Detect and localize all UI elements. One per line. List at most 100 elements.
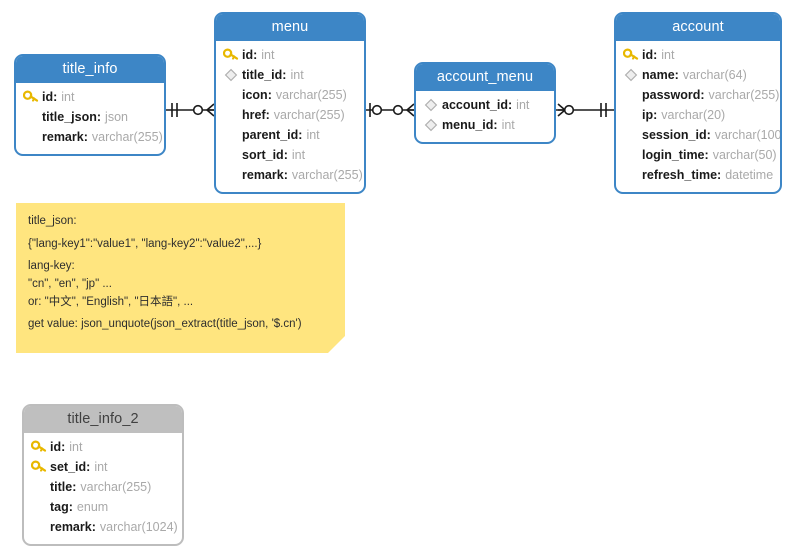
primary-key-icon xyxy=(30,438,48,456)
entity-menu-title: menu xyxy=(216,14,364,41)
field-name: login_time xyxy=(642,148,705,162)
field-type: int xyxy=(61,90,75,104)
foreign-key-icon xyxy=(422,116,440,134)
field-type: varchar(255) xyxy=(273,108,345,122)
field-name: refresh_time xyxy=(642,168,718,182)
field-colon: : xyxy=(265,108,270,122)
field-account-id[interactable]: id: int xyxy=(622,45,774,65)
field-menu-href[interactable]: href: varchar(255) xyxy=(222,105,358,125)
field-type: int xyxy=(516,98,530,112)
field-colon: : xyxy=(653,48,658,62)
field-colon: : xyxy=(96,110,102,124)
field-account_menu-menu_id[interactable]: menu_id: int xyxy=(422,115,548,135)
field-name: menu_id xyxy=(442,118,494,132)
note-line: or: "中文", "English", "日本語", ... xyxy=(28,295,194,308)
field-type: json xyxy=(105,110,128,124)
note-line: lang-key: xyxy=(28,260,75,273)
blank-icon xyxy=(222,146,240,164)
field-title_info-remark[interactable]: remark: varchar(255) xyxy=(22,127,163,147)
entity-title_info-title: title_info xyxy=(16,56,164,83)
field-title_info_2-id[interactable]: id: int xyxy=(30,437,176,457)
field-title_info-title_json[interactable]: title_json: json xyxy=(22,107,158,127)
relationship-account_menu-account xyxy=(556,103,614,117)
field-account-login_time[interactable]: login_time: varchar(50) xyxy=(622,145,777,165)
field-colon: : xyxy=(61,440,66,454)
field-name: id xyxy=(242,48,254,62)
field-menu-sort_id[interactable]: sort_id: int xyxy=(222,145,358,165)
field-menu-id[interactable]: id: int xyxy=(222,45,358,65)
primary-key-icon xyxy=(622,46,640,64)
blank-icon xyxy=(622,106,640,124)
field-name: ip xyxy=(642,108,654,122)
field-account-refresh_time[interactable]: refresh_time: datetime xyxy=(622,165,774,185)
note-line: title_json: xyxy=(28,215,77,227)
field-menu-parent_id[interactable]: parent_id: int xyxy=(222,125,358,145)
field-menu-title_id[interactable]: title_id: int xyxy=(222,65,358,85)
blank-icon xyxy=(30,478,48,496)
entity-account[interactable]: account id: int xyxy=(614,12,782,194)
field-type: int xyxy=(290,68,304,82)
field-account_menu-account_id[interactable]: account_id: int xyxy=(422,95,548,115)
field-account-password[interactable]: password: varchar(255) xyxy=(622,85,779,105)
field-type: datetime xyxy=(725,168,774,182)
field-colon: : xyxy=(283,168,288,182)
field-colon: : xyxy=(72,480,77,494)
field-type: varchar(255) xyxy=(80,480,152,494)
blank-icon xyxy=(30,498,48,516)
note-line: "cn", "en", "jp" ... xyxy=(28,278,112,291)
entity-title_info_2-title: title_info_2 xyxy=(24,406,182,433)
field-colon: : xyxy=(282,68,287,82)
foreign-key-icon xyxy=(422,96,440,114)
blank-icon xyxy=(222,106,240,124)
field-type: varchar(255) xyxy=(91,130,163,144)
field-title_info-id[interactable]: id: int xyxy=(22,87,158,107)
field-name: name xyxy=(642,68,675,82)
entity-menu-fields: id: int title_id: int icon: varchar(255) xyxy=(216,41,364,192)
field-name: sort_id xyxy=(242,148,284,162)
field-menu-icon[interactable]: icon: varchar(255) xyxy=(222,85,358,105)
entity-menu[interactable]: menu id: int tit xyxy=(214,12,366,194)
field-title_info_2-remark[interactable]: remark: varchar(1024) xyxy=(30,517,178,537)
field-colon: : xyxy=(68,500,73,514)
entity-account_menu[interactable]: account_menu account_id: int menu_id: xyxy=(414,62,556,144)
field-name: account_id xyxy=(442,98,508,112)
field-title_info_2-set_id[interactable]: set_id: int xyxy=(30,457,176,477)
field-type: varchar(100) xyxy=(714,128,782,142)
field-type: int xyxy=(501,118,515,132)
entity-title_info[interactable]: title_info id: int title_json: json xyxy=(14,54,166,156)
field-colon: : xyxy=(674,68,679,82)
field-name: href xyxy=(242,108,266,122)
field-colon: : xyxy=(267,88,272,102)
field-menu-remark[interactable]: remark: varchar(255) xyxy=(222,165,363,185)
field-type: varchar(50) xyxy=(712,148,777,162)
blank-icon xyxy=(30,518,48,536)
blank-icon xyxy=(622,86,640,104)
field-colon: : xyxy=(508,98,513,112)
field-name: session_id xyxy=(642,128,707,142)
blank-icon xyxy=(222,86,240,104)
field-name: id xyxy=(642,48,654,62)
field-title_info_2-tag[interactable]: tag: enum xyxy=(30,497,176,517)
note-line: {"lang-key1":"value1", "lang-key2":"valu… xyxy=(28,237,262,250)
field-account-session_id[interactable]: session_id: varchar(100) xyxy=(622,125,780,145)
foreign-key-icon xyxy=(222,66,240,84)
title_json-note[interactable]: title_json: {"lang-key1":"value1", "lang… xyxy=(16,203,345,353)
note-line: get value: json_unquote(json_extract(tit… xyxy=(28,318,302,331)
field-account-ip[interactable]: ip: varchar(20) xyxy=(622,105,774,125)
field-name: parent_id xyxy=(242,128,299,142)
field-type: enum xyxy=(76,500,109,514)
field-colon: : xyxy=(91,520,96,534)
entity-title_info_2[interactable]: title_info_2 id: int xyxy=(22,404,184,546)
entity-account_menu-fields: account_id: int menu_id: int xyxy=(416,91,554,142)
field-name: password xyxy=(642,88,701,102)
field-colon: : xyxy=(717,168,722,182)
entity-account_menu-title: account_menu xyxy=(416,64,554,91)
field-account-name[interactable]: name: varchar(64) xyxy=(622,65,774,85)
field-name: title xyxy=(50,480,73,494)
field-type: varchar(255) xyxy=(708,88,780,102)
entity-account-title: account xyxy=(616,14,780,41)
entity-title_info_2-fields: id: int set_id: int title: varchar(255) xyxy=(24,433,182,544)
entity-account-fields: id: int name: varchar(64) password: varc… xyxy=(616,41,780,192)
field-title_info_2-title[interactable]: title: varchar(255) xyxy=(30,477,176,497)
